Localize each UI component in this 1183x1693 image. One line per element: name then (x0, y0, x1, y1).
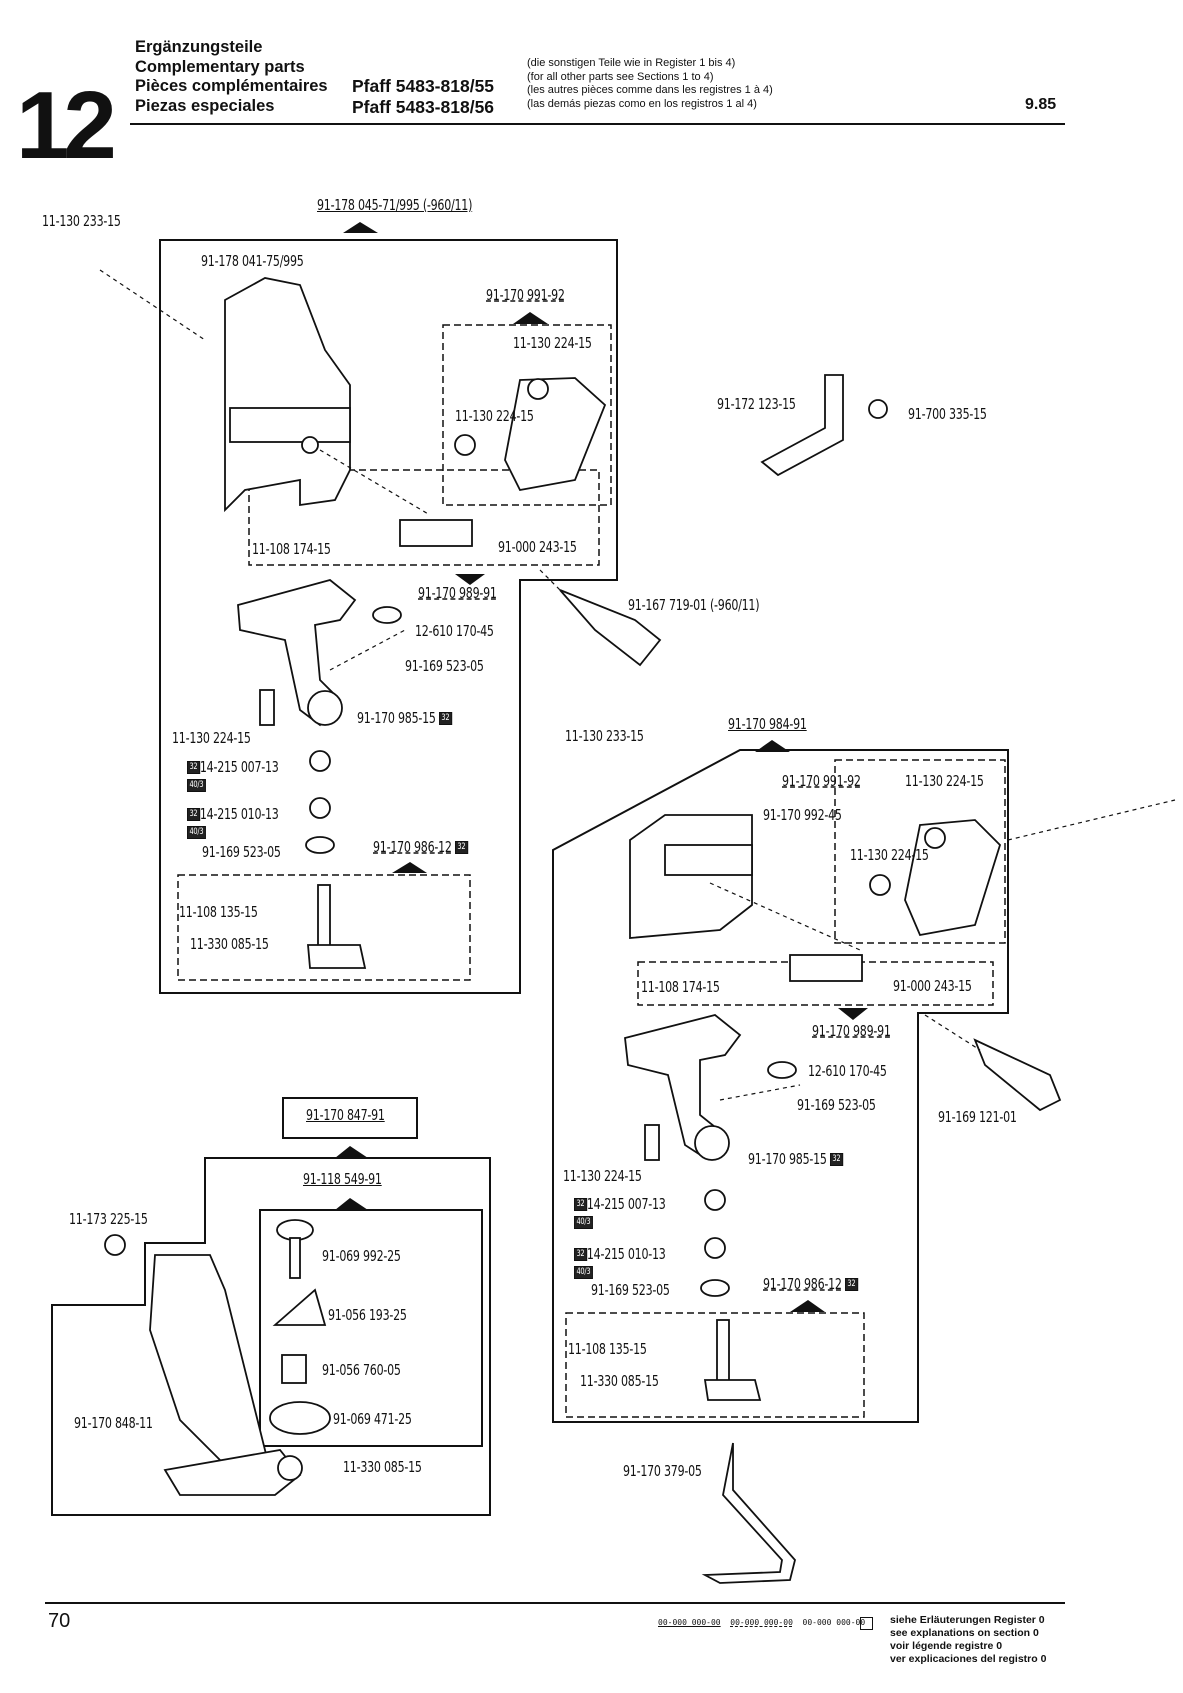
label-b-assembly: 91-170 989-91 (812, 1022, 891, 1040)
legend-text: siehe Erläuterungen Register 0 see expla… (890, 1614, 1047, 1665)
label-b-bolt2: 11-108 135-15 (568, 1340, 647, 1358)
label-a-screw4: 11-330 085-15 (190, 935, 269, 953)
model-numbers: Pfaff 5483-818/55 Pfaff 5483-818/56 (352, 76, 494, 118)
label-b-group: 91-170 984-91 (728, 715, 807, 733)
label-a-bolt: 11-108 174-15 (252, 540, 331, 558)
label-a-head: 91-178 041-75/995 (201, 252, 304, 270)
label-b-screw2: 11-130 224-15 (850, 846, 929, 864)
label-a-washer2: 91-169 523-05 (405, 657, 484, 675)
label-a-bolt2: 11-108 135-15 (179, 903, 258, 921)
label-b-plate: 91-170 992-45 (763, 806, 842, 824)
group-c-subframe (259, 1209, 483, 1447)
label-b-bush: 91-170 985-15 32 (748, 1150, 843, 1168)
label-c-bolt: 91-069 992-25 (322, 1247, 401, 1265)
footer-rule (45, 1602, 1065, 1604)
title-es: Piezas especiales (135, 96, 275, 115)
label-b-washer3: 91-169 523-05 (591, 1281, 670, 1299)
label-a-washer: 12-610 170-45 (415, 622, 494, 640)
label-c-sub: 91-118 549-91 (303, 1170, 382, 1188)
label-c-cap: 91-056 193-25 (328, 1306, 407, 1324)
label-b-bolt: 11-108 174-15 (641, 978, 720, 996)
label-c-screw: 11-173 225-15 (69, 1210, 148, 1228)
label-b-screw3: 11-130 224-15 (563, 1167, 642, 1185)
title-en: Complementary parts (135, 57, 305, 76)
note-es: (las demás piezas como en los registros … (527, 97, 757, 110)
label-top-group: 91-178 045-71/995 (-960/11) (317, 196, 473, 214)
label-b-washer: 12-610 170-45 (808, 1062, 887, 1080)
label-b-ring: 91-000 243-15 (893, 977, 972, 995)
note-en: (for all other parts see Sections 1 to 4… (527, 70, 714, 83)
label-a-ring: 91-000 243-15 (498, 538, 577, 556)
title-fr: Pièces complémentaires (135, 77, 328, 95)
label-a-sub2: 91-170 986-12 32 (373, 838, 468, 856)
header-titles: Ergänzungsteile Complementary parts Pièc… (135, 38, 328, 116)
note-de: (die sonstigen Teile wie in Register 1 b… (527, 57, 736, 69)
title-de: Ergänzungsteile (135, 38, 263, 56)
section-number: 12 (16, 72, 117, 179)
label-bracket-screw: 91-700 335-15 (908, 405, 987, 423)
group-c-frame (51, 1157, 491, 1516)
label-c-plate: 91-170 848-11 (74, 1414, 153, 1432)
label-a-washer3: 91-169 523-05 (202, 843, 281, 861)
header-rule (130, 123, 1065, 125)
label-c-knob: 91-069 471-25 (333, 1410, 412, 1428)
label-b-screw4: 11-330 085-15 (580, 1372, 659, 1390)
model-55: Pfaff 5483-818/55 (352, 76, 495, 96)
page-number: 70 (48, 1610, 71, 1632)
label-c-screw2: 11-330 085-15 (343, 1458, 422, 1476)
label-b-washer2: 91-169 523-05 (797, 1096, 876, 1114)
legend-box-icon (860, 1617, 873, 1630)
label-a-bush: 91-170 985-15 32 (357, 709, 452, 727)
label-bracket: 91-172 123-15 (717, 395, 796, 413)
header-notes: (die sonstigen Teile wie in Register 1 b… (527, 57, 773, 111)
label-a-assembly: 91-170 989-91 (418, 584, 497, 602)
label-a-screw3: 11-130 224-15 (172, 729, 251, 747)
label-pin-top: 91-167 719-01 (-960/11) (628, 596, 760, 614)
label-a-screw1: 11-130 224-15 (513, 334, 592, 352)
label-a-screw2: 11-130 224-15 (455, 407, 534, 425)
label-b-hook: 91-170 379-05 (623, 1462, 702, 1480)
model-56: Pfaff 5483-818/56 (352, 97, 495, 117)
label-b-pin: 91-169 121-01 (938, 1108, 1017, 1126)
label-b-sub2: 91-170 986-12 32 (763, 1275, 858, 1293)
label-c-spring: 91-056 760-05 (322, 1361, 401, 1379)
label-b-screw1: 11-130 224-15 (905, 772, 984, 790)
label-b-sub: 91-170 991-92 (782, 772, 861, 790)
label-b-screw: 11-130 233-15 (565, 727, 644, 745)
label-c-group: 91-170 847-91 (306, 1106, 385, 1124)
label-a-sub: 91-170 991-92 (486, 286, 565, 304)
group-a-frame (159, 239, 618, 994)
revision-date: 9.85 (1025, 96, 1057, 113)
legend-codes: 00-000 000-00 00-000 000-00 00-000 000-0… (658, 1618, 866, 1627)
label-top-screw: 11-130 233-15 (42, 212, 121, 230)
note-fr: (les autres pièces comme dans les regist… (527, 84, 773, 96)
